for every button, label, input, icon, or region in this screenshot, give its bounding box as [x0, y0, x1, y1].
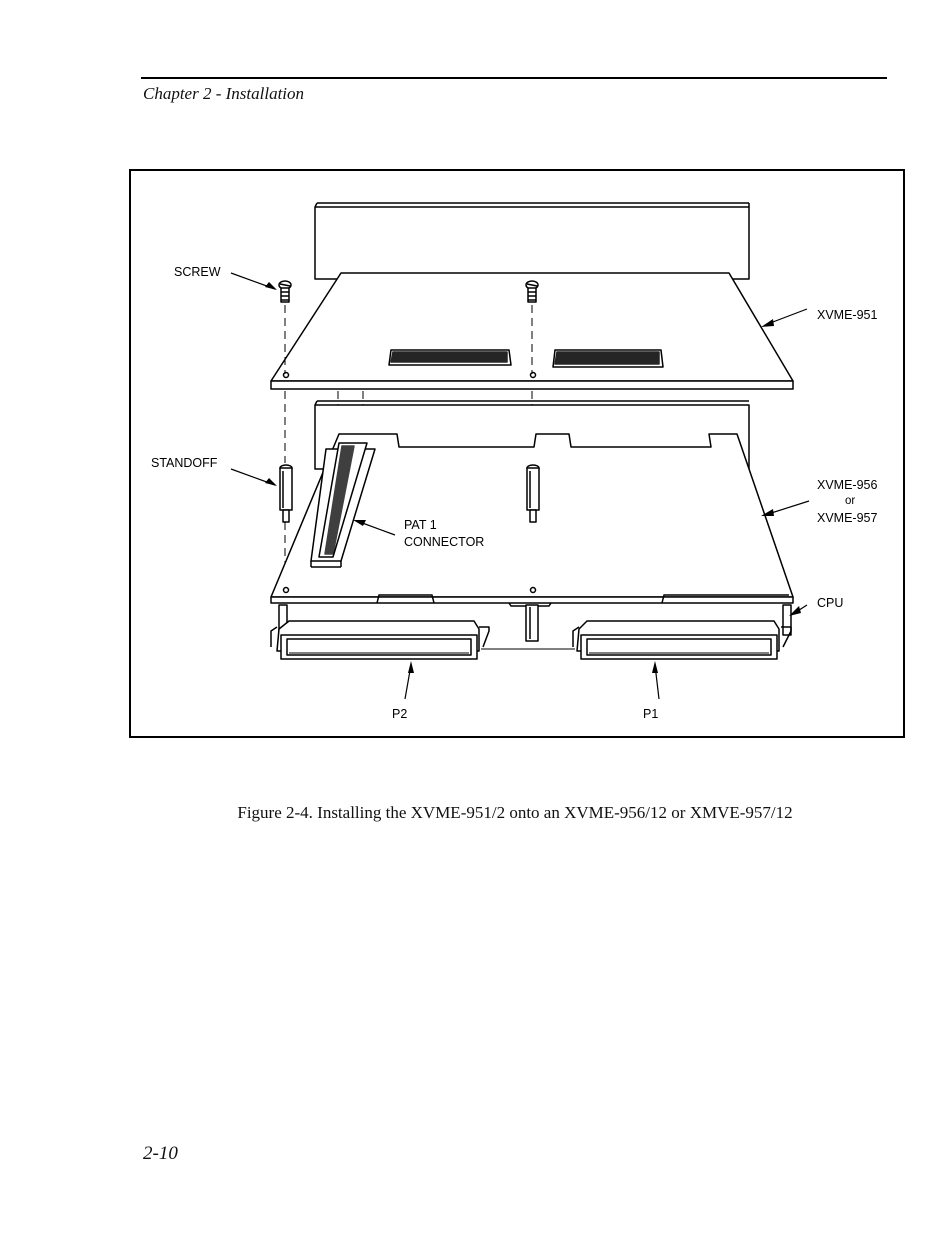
label-xvme-957: XVME-957 [817, 511, 877, 525]
lower-standoff [526, 605, 538, 641]
screw-left [279, 281, 291, 302]
label-xvme-956: XVME-956 [817, 478, 877, 492]
p1-connector [573, 621, 791, 659]
label-xvme-951: XVME-951 [817, 308, 877, 322]
standoff-left [280, 465, 292, 522]
label-p2: P2 [392, 707, 407, 721]
label-connector: CONNECTOR [404, 535, 484, 549]
page-number: 2-10 [143, 1143, 178, 1165]
label-screw: SCREW [174, 265, 221, 279]
label-or: or [845, 495, 855, 507]
chapter-title: Chapter 2 - Installation [143, 84, 304, 104]
figure-caption: Figure 2-4. Installing the XVME-951/2 on… [0, 803, 950, 823]
p2-connector [271, 621, 489, 659]
label-cpu: CPU [817, 596, 843, 610]
header-rule [141, 77, 887, 79]
label-standoff: STANDOFF [151, 456, 218, 470]
installation-diagram: SCREW STANDOFF XVME-951 XVME-956 or XVME… [129, 169, 905, 738]
label-pat1: PAT 1 [404, 518, 437, 532]
label-p1: P1 [643, 707, 658, 721]
screw-center [526, 281, 538, 302]
